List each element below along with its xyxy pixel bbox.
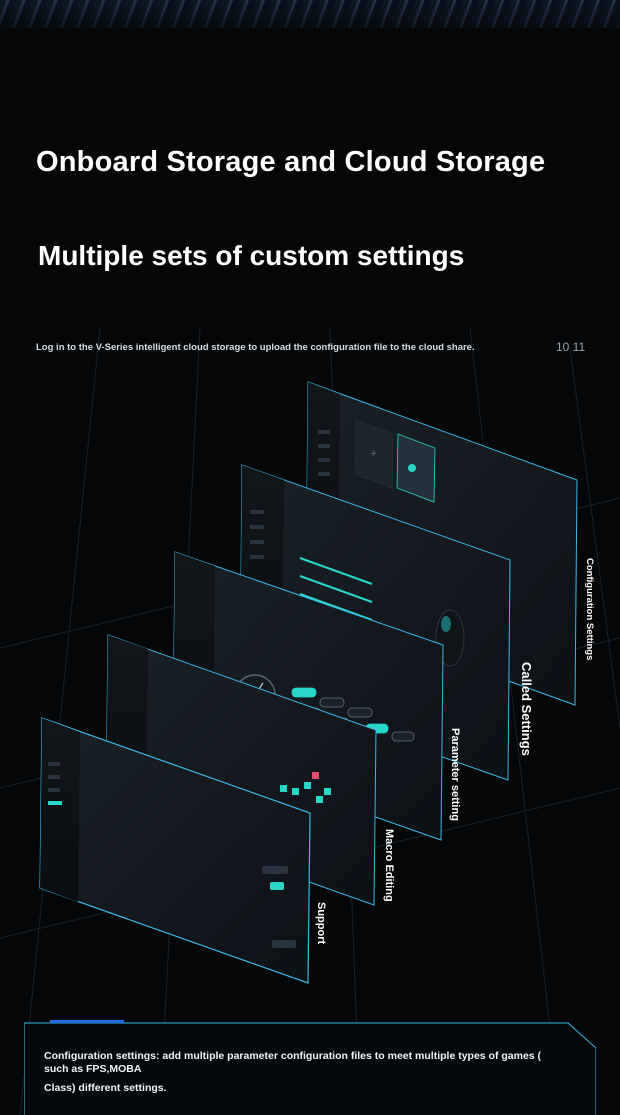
footer-line-2: such as FPS,MOBA bbox=[44, 1063, 142, 1075]
footer-accent-bar bbox=[50, 1020, 124, 1023]
footer-line-3: Class) different settings. bbox=[44, 1082, 167, 1094]
page-subtitle: Multiple sets of custom settings bbox=[38, 240, 465, 271]
svg-text:+: + bbox=[370, 449, 378, 459]
page-title: Onboard Storage and Cloud Storage bbox=[36, 146, 546, 178]
footer-description: Configuration settings: add multiple par… bbox=[44, 1050, 604, 1095]
footer-line-1: Configuration settings: add multiple par… bbox=[44, 1050, 542, 1062]
label-macro-editing: Macro Editing bbox=[383, 829, 395, 902]
description-text: Log in to the V-Series intelligent cloud… bbox=[36, 342, 475, 353]
label-called-settings: Called Settings bbox=[519, 662, 534, 756]
screen-support bbox=[39, 717, 311, 984]
software-screens-stack: + bbox=[39, 381, 578, 984]
page-indicator: 10 11 bbox=[556, 340, 586, 354]
top-texture-strip bbox=[0, 0, 620, 28]
label-support: Support bbox=[315, 902, 327, 945]
label-configuration-settings: Configuration Settings bbox=[584, 558, 595, 661]
footer-panel-frame bbox=[24, 1022, 596, 1115]
label-parameter-setting: Parameter setting bbox=[449, 728, 461, 821]
